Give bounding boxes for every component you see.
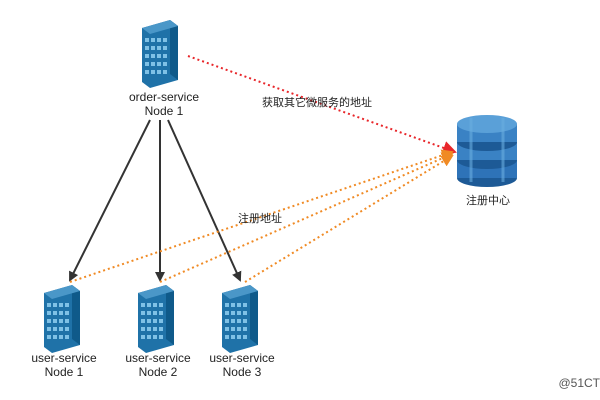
user-service-node3-server-icon (222, 285, 258, 353)
registry-database-icon (457, 115, 517, 187)
register-arrow-node1 (69, 149, 454, 283)
user-service-name: user-service (31, 351, 97, 365)
user-service-node3-label: user-service Node 3 (200, 351, 284, 379)
user-service-name: user-service (209, 351, 275, 365)
watermark: @51CT (558, 376, 600, 390)
user-service-name: user-service (125, 351, 191, 365)
user-service-node2-label: user-service Node 2 (116, 351, 200, 379)
user-service-node1-server-icon (44, 285, 80, 353)
user-service-node2-server-icon (138, 285, 174, 353)
order-service-node: Node 1 (144, 104, 184, 118)
user-service-node: Node 3 (222, 365, 262, 379)
call-arrow-node1 (69, 119, 151, 282)
order-service-name: order-service (128, 90, 200, 104)
user-service-node1-label: user-service Node 1 (22, 351, 106, 379)
user-service-node: Node 2 (138, 365, 178, 379)
register-label: 注册地址 (238, 212, 282, 225)
order-service-label: order-service Node 1 (108, 90, 220, 118)
call-arrow-node3 (167, 119, 242, 282)
register-arrow-node3 (244, 154, 454, 283)
discover-label: 获取其它微服务的地址 (262, 96, 372, 109)
registry-label: 注册中心 (466, 194, 510, 207)
user-service-node: Node 1 (44, 365, 84, 379)
register-arrow-node2 (159, 152, 454, 283)
discover-arrow (187, 55, 457, 155)
order-service-server-icon (142, 20, 178, 88)
